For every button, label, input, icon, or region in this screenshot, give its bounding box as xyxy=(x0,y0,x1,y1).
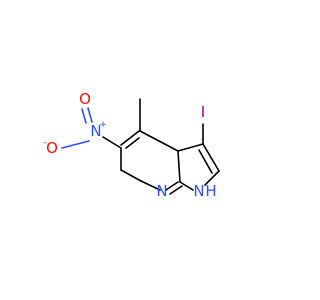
atom-nh-nitrogen: N xyxy=(193,182,204,200)
bond-c5-nitro xyxy=(102,136,122,149)
bond-n7-c7a-inner xyxy=(169,185,183,195)
atom-nitro-minus-charge: - xyxy=(43,138,46,148)
atom-nitro-oxygen-double: O xyxy=(79,90,91,108)
bond-c3-c2-inner xyxy=(198,149,213,174)
bond-c4-c5-inner xyxy=(125,137,140,149)
atom-ring-nitrogen: N xyxy=(156,182,167,200)
bond-nitro-o-double-a xyxy=(87,107,93,123)
bond-n7-c7a xyxy=(165,181,179,191)
atom-iodine: I xyxy=(201,103,205,121)
bond-c4-c5 xyxy=(120,130,140,146)
atom-nitro-nitrogen: N xyxy=(90,122,101,140)
bond-c6-n7-part2 xyxy=(140,180,161,191)
structure-canvas: I N + O - O N N H xyxy=(43,90,220,200)
bond-nitro-o-double-b xyxy=(81,108,87,124)
bond-c3a-c3 xyxy=(177,143,204,152)
atom-nitro-oxygen-single: O xyxy=(46,139,58,157)
atom-nitro-plus-charge: + xyxy=(99,120,107,130)
bond-c7a-c3a xyxy=(177,150,181,183)
atom-nh-hydrogen: H xyxy=(205,182,216,200)
bond-n1-c7a xyxy=(179,181,194,191)
bond-c3-c2 xyxy=(202,143,220,172)
bond-c6-n7-part1 xyxy=(120,169,142,182)
bond-nitro-o-single xyxy=(61,140,90,149)
bond-c2-n1 xyxy=(204,170,220,186)
bond-c3a-c4 xyxy=(139,130,179,152)
molecule-diagram: I N + O - O N N H xyxy=(43,90,220,200)
